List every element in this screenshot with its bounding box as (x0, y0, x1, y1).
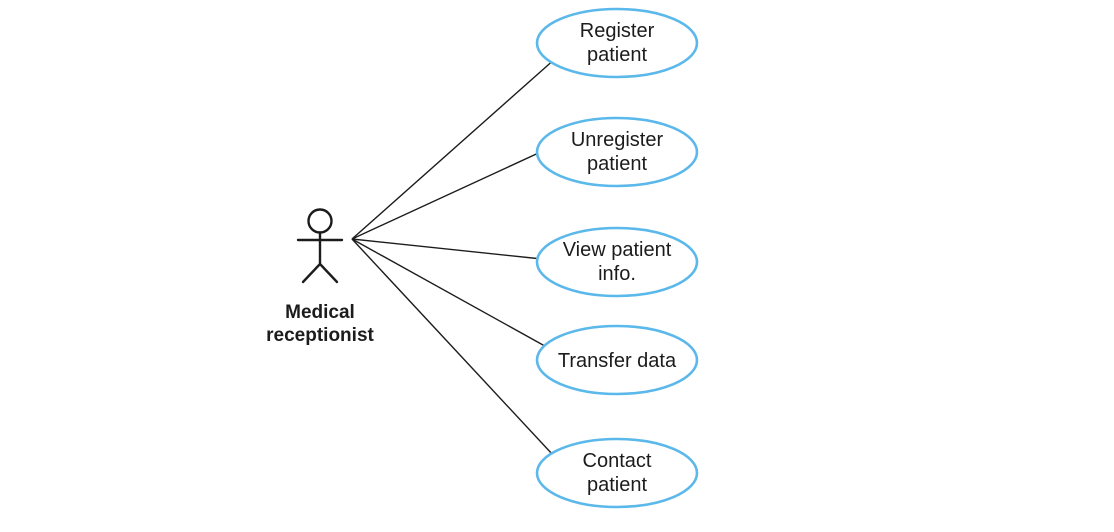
actor-label-line1: Medical (285, 302, 355, 323)
association-line-unregister-patient (351, 149, 546, 240)
use-case-ellipse (535, 226, 699, 298)
use-case-label-line1: Register (580, 20, 655, 42)
use-case-ellipse (535, 324, 699, 396)
use-case-label-line2: patient (587, 153, 647, 175)
association-line-contact-patient (351, 238, 554, 456)
use-case-view-patient-info: View patient info. (535, 226, 699, 298)
use-case-unregister-patient: Unregister patient (535, 116, 699, 188)
use-case-label-line1: View patient (563, 239, 672, 261)
use-case-ellipse (535, 437, 699, 509)
use-case-label-line1: Unregister (571, 129, 664, 151)
association-line-transfer-data (351, 238, 553, 351)
use-case-label-line2: patient (587, 44, 647, 66)
use-case-contact-patient: Contact patient (535, 437, 699, 509)
association-lines (351, 57, 557, 456)
actor-medical-receptionist: Medical receptionist (266, 208, 375, 346)
actor-leg-right (318, 262, 339, 284)
use-case-transfer-data: Transfer data (535, 324, 699, 396)
use-case-label-line1: Transfer data (558, 350, 677, 372)
actor-head-icon (307, 208, 333, 234)
actor-leg-left (301, 262, 322, 284)
use-case-ellipse (535, 7, 699, 79)
association-line-view-patient-info (351, 238, 543, 260)
use-case-label-line2: patient (587, 474, 647, 496)
use-case-label-line2: info. (598, 263, 636, 285)
association-line-register-patient (351, 57, 557, 240)
use-case-register-patient: Register patient (535, 7, 699, 79)
use-case-ellipse (535, 116, 699, 188)
actor-label-line2: receptionist (266, 325, 374, 346)
use-case-label-line1: Contact (583, 450, 652, 472)
